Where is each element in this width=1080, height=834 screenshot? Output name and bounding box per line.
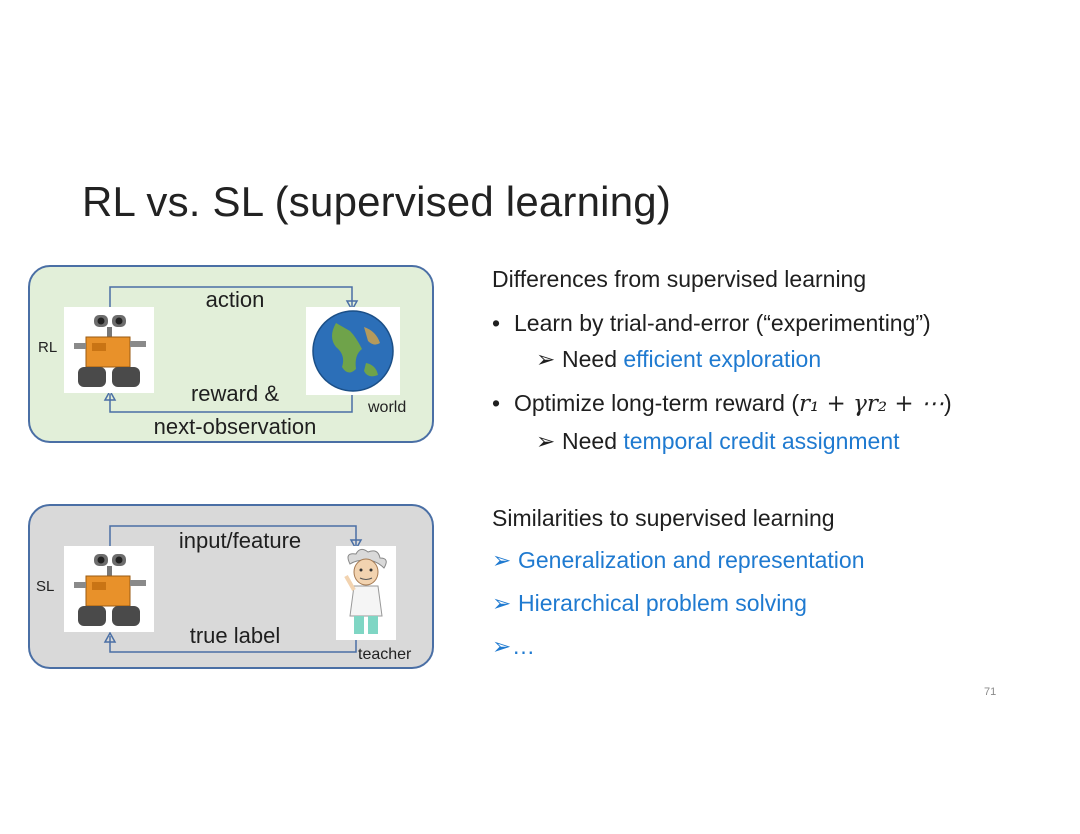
differences-item-2-prefix: Optimize long-term reward (: [514, 390, 800, 416]
arrow-bullet-icon: ➢: [536, 346, 556, 372]
similarities-heading: Similarities to supervised learning: [492, 505, 835, 531]
arrow-bullet-icon: ➢: [536, 428, 556, 454]
slide-title: RL vs. SL (supervised learning): [82, 178, 672, 225]
differences-item-2: • Optimize long-term reward (r₁ + γr₂ + ⋯…: [492, 390, 952, 417]
robot-icon: [64, 546, 154, 632]
differences-item-2-suffix: ): [944, 390, 952, 416]
differences-item-2-sub-highlight: temporal credit assignment: [623, 428, 900, 454]
arrow-bullet-icon: ➢: [492, 547, 512, 573]
similarities-item-text: …: [512, 633, 535, 659]
rl-observation-label: next-observation: [153, 414, 317, 439]
page-number: 71: [984, 686, 997, 698]
globe-icon: [306, 307, 400, 395]
rl-side-label: RL: [38, 339, 58, 356]
rl-action-label: action: [205, 287, 265, 312]
similarities-item: ➢Hierarchical problem solving: [492, 590, 807, 617]
arrow-bullet-icon: ➢: [492, 633, 512, 659]
arrow-bullet-icon: ➢: [492, 590, 512, 616]
bullet-dot-icon: •: [492, 310, 501, 336]
differences-item-1-sub-highlight: efficient exploration: [623, 346, 822, 372]
rl-world-label: world: [368, 399, 407, 416]
differences-item-1: • Learn by trial-and-error (“experimentin…: [492, 310, 931, 337]
sl-true-label: true label: [189, 623, 281, 648]
reward-formula: r₁ + γr₂ + ⋯: [799, 391, 944, 417]
similarities-item: ➢…: [492, 633, 535, 660]
sl-loop-arrows: [103, 525, 363, 653]
sl-input-label: input/feature: [178, 528, 302, 553]
similarities-item-text: Generalization and representation: [518, 547, 865, 573]
sl-side-label: SL: [36, 578, 55, 595]
robot-icon: [64, 307, 154, 393]
sl-diagram-panel: SL input/feature true label teacher: [28, 504, 434, 669]
differences-heading: Differences from supervised learning: [492, 266, 867, 292]
rl-diagram-panel: RL action reward & next-observation worl…: [28, 265, 434, 443]
differences-item-1-sub: ➢Need efficient exploration: [536, 346, 821, 373]
similarities-item-text: Hierarchical problem solving: [518, 590, 807, 616]
bullet-dot-icon: •: [492, 390, 501, 416]
similarities-item: ➢Generalization and representation: [492, 547, 865, 574]
sl-teacher-label: teacher: [358, 646, 412, 663]
differences-item-1-text: Learn by trial-and-error (“experimenting…: [514, 310, 931, 336]
rl-reward-label: reward &: [190, 381, 280, 406]
rl-loop-arrows: [103, 286, 359, 413]
differences-item-2-sub: ➢Need temporal credit assignment: [536, 428, 900, 455]
differences-item-2-sub-prefix: Need: [562, 428, 624, 454]
teacher-icon: [336, 546, 396, 640]
differences-item-1-sub-prefix: Need: [562, 346, 624, 372]
